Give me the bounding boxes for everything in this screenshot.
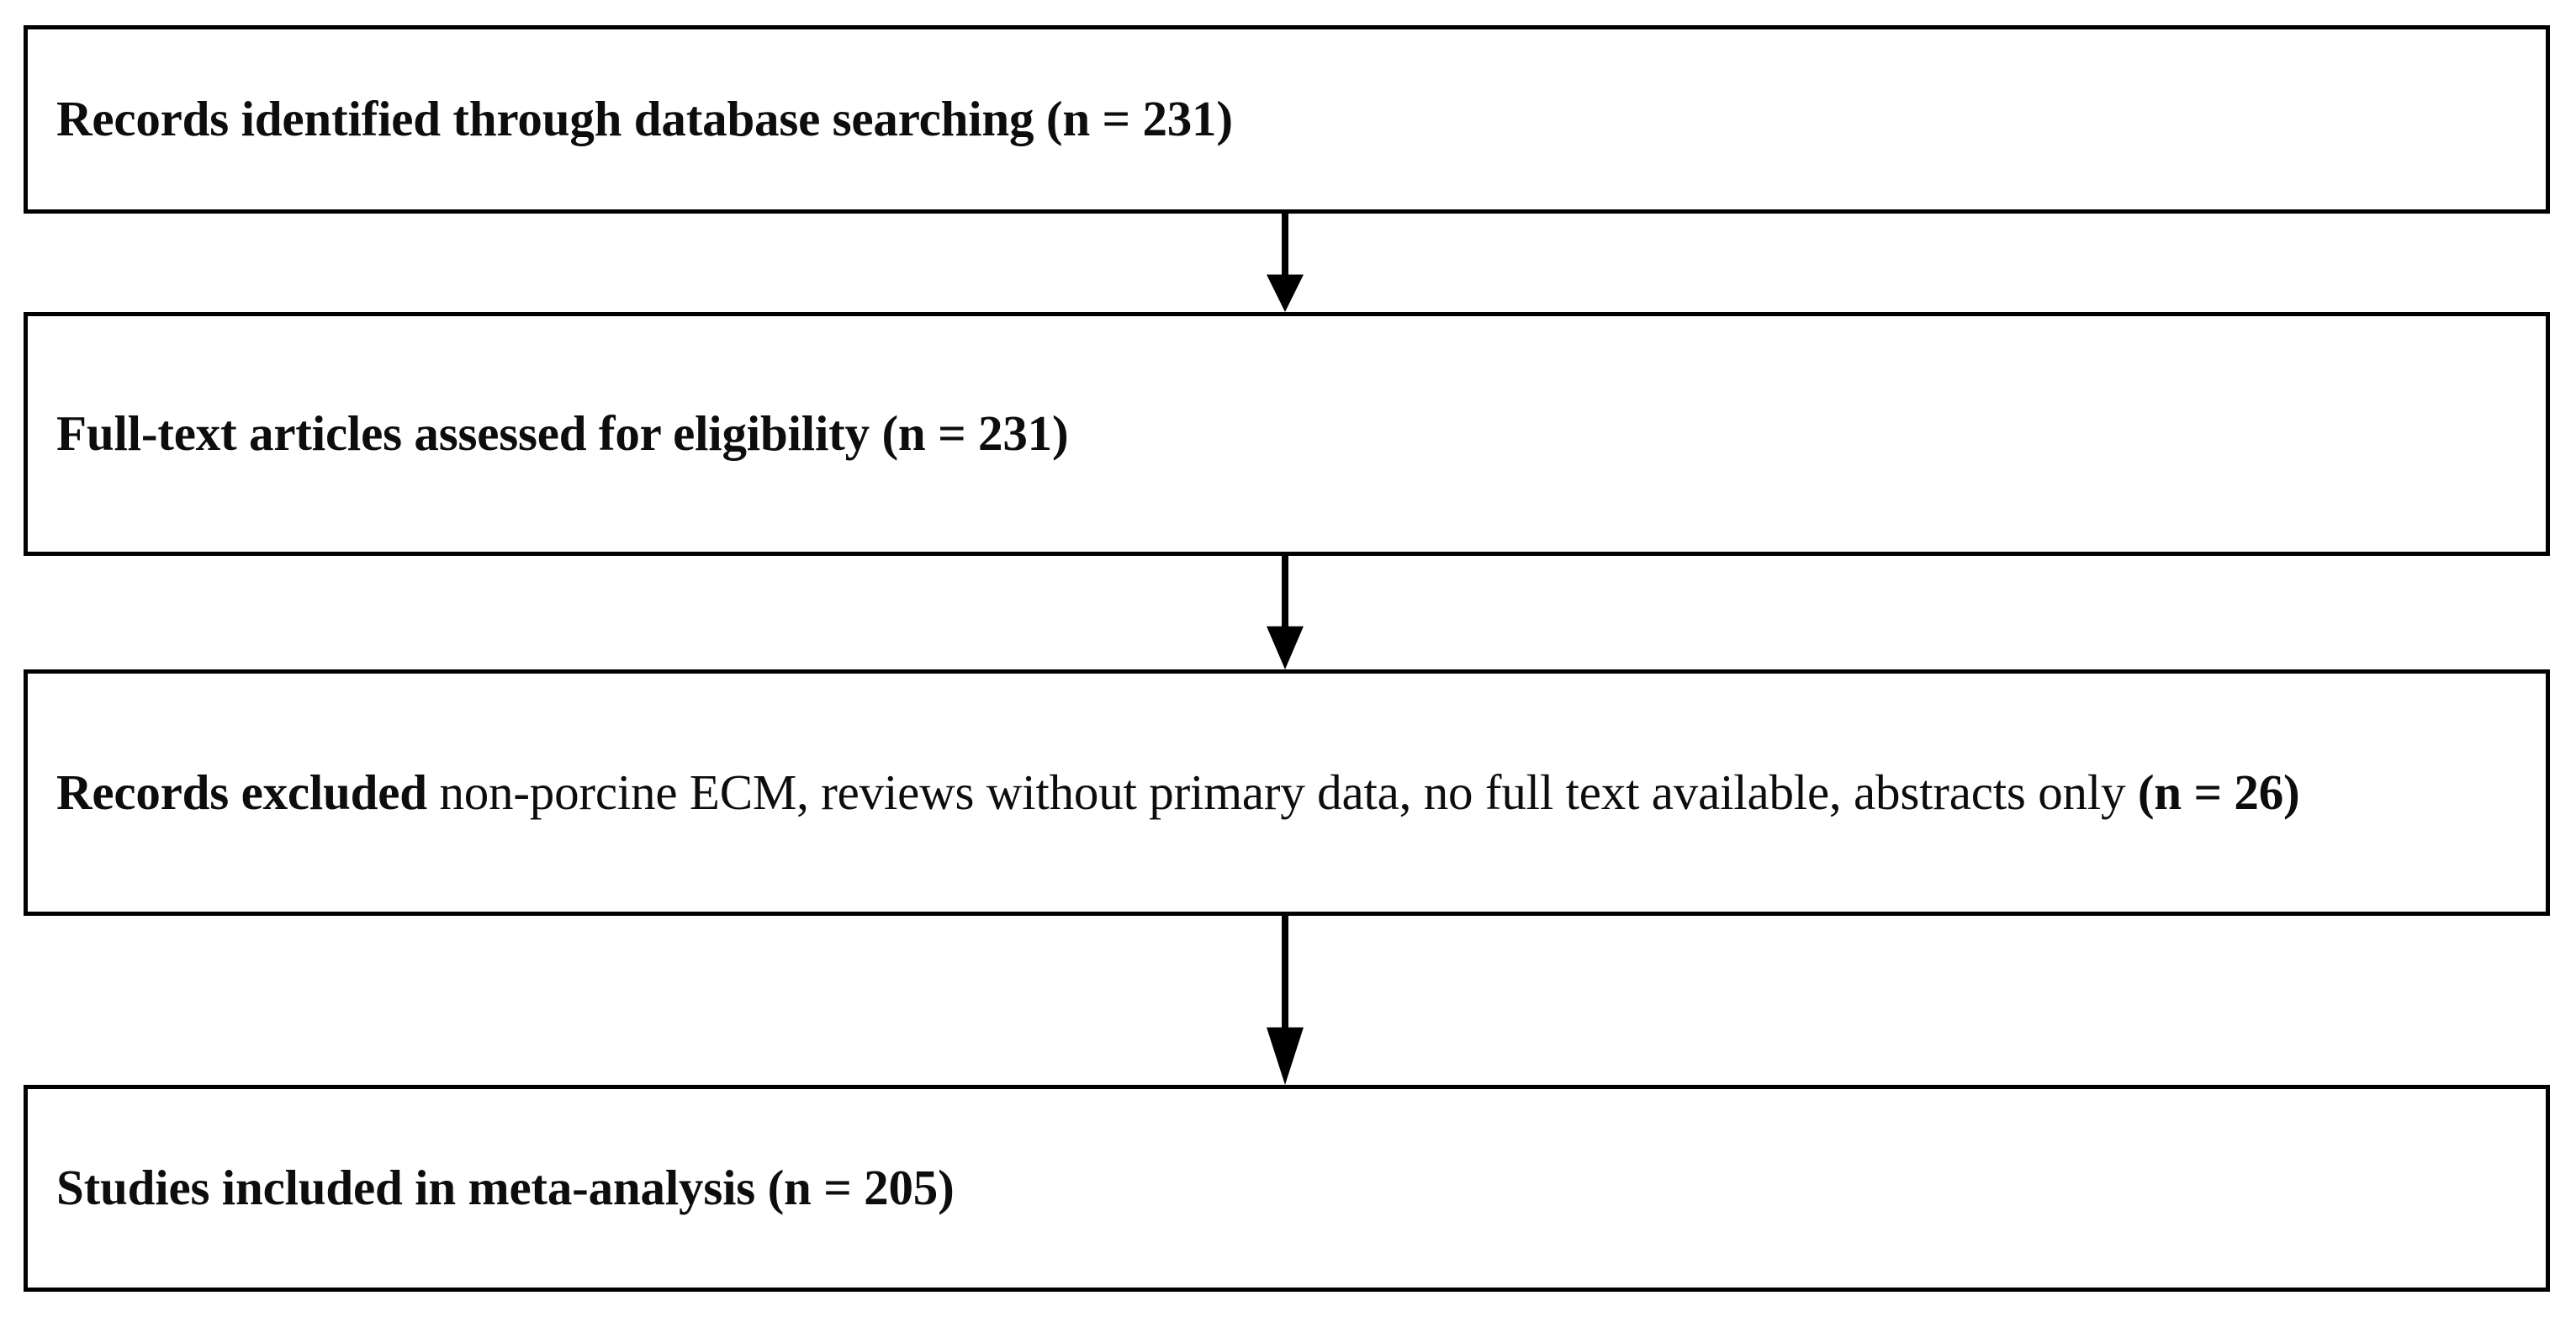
- down-arrow-icon: [1267, 556, 1304, 669]
- records-excluded-lead: Records excluded: [56, 764, 427, 820]
- records-identified-box: Records identified through database sear…: [24, 25, 2550, 214]
- arrow-identified-to-fulltext: [1260, 214, 1310, 312]
- records-excluded-label: Records excluded non-porcine ECM, review…: [28, 759, 2328, 827]
- down-arrow-icon: [1267, 916, 1304, 1085]
- records-excluded-box: Records excluded non-porcine ECM, review…: [24, 669, 2550, 916]
- records-excluded-count: (n = 26): [2137, 764, 2300, 820]
- records-excluded-body: non-porcine ECM, reviews without primary…: [426, 764, 2138, 820]
- arrow-excluded-to-included: [1260, 916, 1310, 1085]
- fulltext-assessed-box: Full-text articles assessed for eligibil…: [24, 312, 2550, 556]
- down-arrow-icon: [1267, 214, 1304, 312]
- arrow-fulltext-to-excluded: [1260, 556, 1310, 669]
- studies-included-label: Studies included in meta-analysis (n = 2…: [56, 1160, 955, 1216]
- fulltext-assessed-label: Full-text articles assessed for eligibil…: [56, 405, 1069, 462]
- records-identified-label: Records identified through database sear…: [56, 91, 1233, 147]
- studies-included-box: Studies included in meta-analysis (n = 2…: [24, 1085, 2550, 1292]
